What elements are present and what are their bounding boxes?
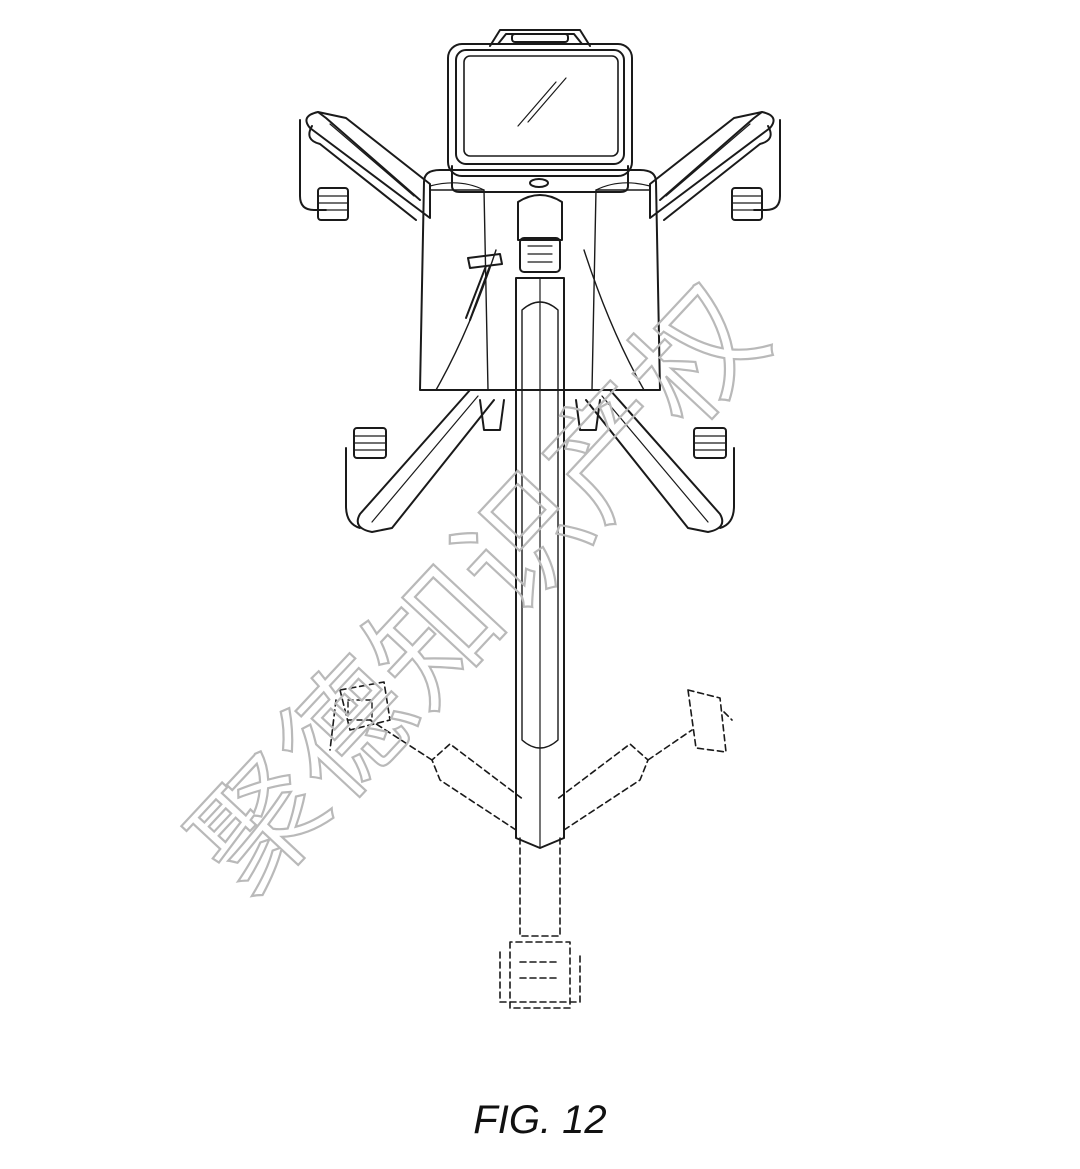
figure-label: FIG. 12	[473, 1098, 607, 1142]
side-lever	[465, 253, 503, 321]
caster-wheel-icon	[299, 119, 349, 221]
right-lower-arm	[585, 389, 724, 533]
left-lower-arm	[356, 389, 495, 533]
display-screen-icon	[447, 43, 633, 193]
left-upper-arm	[305, 111, 431, 221]
base-housing	[419, 169, 661, 431]
central-mast	[515, 194, 565, 849]
hidden-lower-assembly	[329, 681, 733, 1009]
right-upper-arm	[649, 111, 775, 221]
caster-wheel-icon	[345, 427, 387, 529]
top-handle	[489, 29, 591, 47]
handle-icon	[347, 699, 373, 721]
caster-wheel-icon	[693, 427, 735, 529]
caster-wheel-icon	[731, 119, 781, 221]
